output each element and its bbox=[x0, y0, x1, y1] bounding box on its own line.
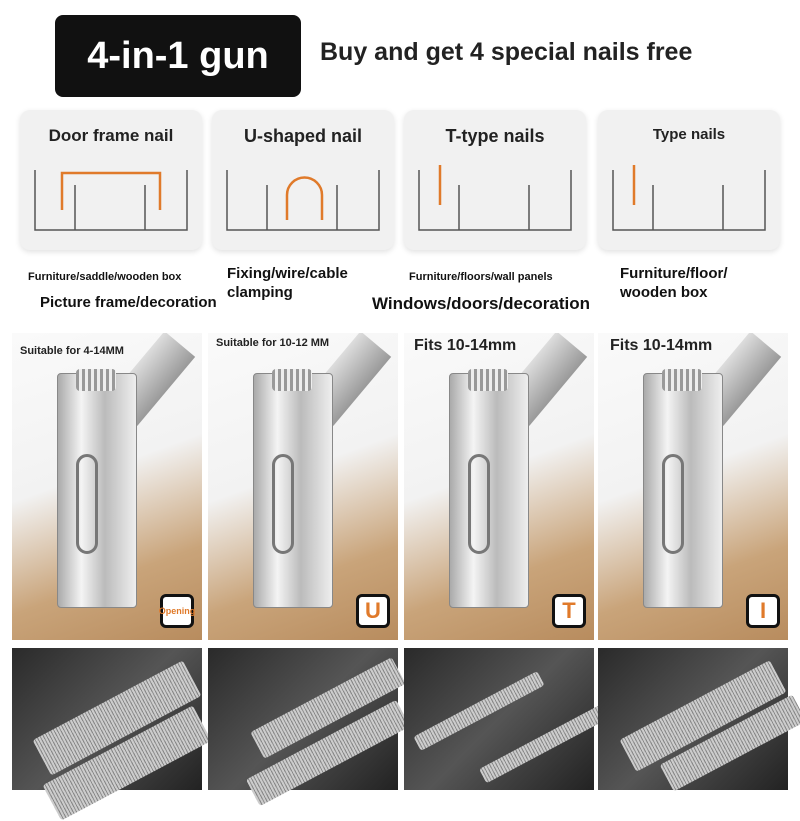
stapler-image bbox=[643, 369, 723, 608]
straight-nail-icon bbox=[612, 165, 766, 231]
promo-text: Buy and get 4 special nails free bbox=[320, 38, 693, 66]
caption: Furniture/saddle/wooden box bbox=[28, 271, 182, 283]
photo-label: Fits 10-14mm bbox=[610, 337, 713, 354]
nail-card-straight: Type nails bbox=[598, 110, 780, 250]
nail-card-u-shaped: U-shaped nail bbox=[212, 110, 394, 250]
stapler-photo: Fits 10-14mm T bbox=[404, 333, 594, 640]
photo-label: Suitable for 4-14MM bbox=[20, 345, 124, 357]
card-title: U-shaped nail bbox=[243, 126, 363, 146]
u-shaped-nail-icon bbox=[226, 170, 380, 231]
caption: Fixing/wire/cable clamping bbox=[227, 265, 348, 301]
caption: Picture frame/decoration bbox=[40, 294, 217, 311]
nail-card-t-type: T-type nails bbox=[404, 110, 586, 250]
stapler-photo: Suitable for 4-14MM Opening bbox=[12, 333, 202, 640]
stapler-image bbox=[57, 369, 137, 608]
stapler-photo: Fits 10-14mm I bbox=[598, 333, 788, 640]
caption: Furniture/floors/wall panels bbox=[409, 271, 553, 283]
t-type-nail-icon bbox=[418, 165, 572, 231]
stapler-image bbox=[253, 369, 333, 608]
card-title: T-type nails bbox=[445, 126, 545, 146]
photo-label: Fits 10-14mm bbox=[414, 337, 517, 354]
u-shaped-staples-photo bbox=[208, 648, 411, 807]
card-title: Type nails bbox=[652, 126, 726, 143]
stapler-image bbox=[449, 369, 529, 608]
photo-label: Suitable for 10-12 MM bbox=[216, 337, 330, 349]
mode-badge: T bbox=[552, 594, 586, 628]
mode-badge: I bbox=[746, 594, 780, 628]
caption: Furniture/floor/ wooden box bbox=[620, 265, 728, 301]
nail-card-door-frame: Door frame nail bbox=[20, 110, 202, 250]
title: 4-in-1 gun bbox=[87, 34, 269, 77]
door-frame-nail-icon bbox=[34, 170, 188, 231]
mode-badge: U bbox=[356, 594, 390, 628]
mode-badge: Opening bbox=[159, 594, 195, 628]
straight-nails-photo bbox=[598, 648, 800, 792]
t-type-nails-photo bbox=[404, 648, 619, 790]
caption: Windows/doors/decoration bbox=[372, 294, 591, 313]
stapler-photo: Suitable for 10-12 MM U bbox=[208, 333, 398, 640]
title-banner: 4-in-1 gun bbox=[55, 15, 301, 97]
door-frame-staples-photo bbox=[12, 648, 212, 821]
card-title: Door frame nail bbox=[48, 126, 174, 145]
